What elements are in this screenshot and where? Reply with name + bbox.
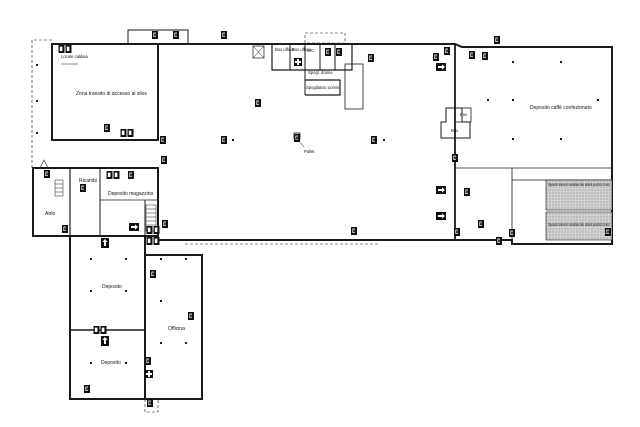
fire-extinguisher-icon (152, 31, 158, 39)
fire-extinguisher-icon (368, 54, 374, 62)
fire-extinguisher-icon (150, 270, 156, 278)
exit-arrow-up-icon (101, 238, 109, 248)
label-officina: Officina (168, 326, 185, 332)
label-box-1: Box (460, 112, 468, 117)
hatched-storage-1 (545, 179, 613, 211)
fire-extinguisher-icon (221, 31, 227, 39)
exit-arrow-icon (129, 223, 139, 231)
fire-extinguisher-icon (294, 134, 300, 142)
label-deposito-caffe: Deposito caffè confezionato (530, 105, 592, 111)
fire-extinguisher-icon (147, 399, 153, 407)
fire-extinguisher-icon (469, 51, 475, 59)
fire-extinguisher-icon (325, 48, 331, 56)
exit-arrow-icon (436, 186, 446, 194)
fire-extinguisher-icon (444, 47, 450, 55)
first-aid-icon (145, 370, 153, 378)
label-spogliatoio-uomini: Spogliatoio uomini (306, 85, 340, 90)
room-labels: Locale caldaia Zona transito di accesso … (45, 47, 610, 366)
fire-extinguisher-icon (106, 171, 120, 179)
fire-extinguisher-icon (104, 124, 110, 132)
label-deposito-alimenti-1: Deposito alimenti sussidiari alle attivi… (548, 182, 610, 187)
label-box-ufficio-1: Box ufficio (275, 47, 295, 52)
main-warehouse-outline (158, 43, 613, 245)
hatched-storage-2 (545, 211, 613, 241)
label-spogliatoio-donne: Spogl. donne (308, 70, 333, 75)
label-deposito-magazzino: Deposito magazzino (108, 191, 154, 197)
label-box-ufficio-2: Box ufficio (292, 47, 312, 52)
mid-block-outline (32, 167, 159, 237)
fire-extinguisher-icon (433, 53, 439, 61)
first-aid-icon (294, 58, 302, 66)
fire-extinguisher-icon (509, 229, 515, 237)
fire-extinguisher-icon (120, 129, 134, 137)
label-ricambi: Ricambi (79, 178, 97, 184)
fire-extinguisher-icon (146, 226, 160, 234)
label-pallet: Pallet (304, 149, 315, 154)
fire-extinguisher-icon (160, 136, 166, 144)
dashed-boundaries (31, 32, 380, 413)
structural-columns (36, 61, 599, 364)
fire-extinguisher-icon (161, 156, 167, 164)
fire-extinguisher-icon (351, 227, 357, 235)
lower-left-outline (69, 235, 146, 400)
label-zona-transito: Zona transito di accesso ai silos (76, 91, 147, 97)
left-block-outline (51, 43, 159, 141)
walls (32, 43, 613, 400)
fire-extinguisher-icon (44, 170, 50, 178)
label-deposito-a: Deposito (102, 284, 122, 290)
fire-extinguisher-icon (255, 99, 261, 107)
fire-extinguisher-icon (221, 136, 227, 144)
fire-extinguisher-icon (482, 52, 488, 60)
fire-extinguisher-icon (371, 136, 377, 144)
fire-extinguisher-icon (496, 237, 502, 245)
exit-arrow-icon (436, 63, 446, 71)
fire-extinguisher-icon (173, 31, 179, 39)
fire-extinguisher-icon (464, 188, 470, 196)
pallet-marker (293, 132, 305, 148)
label-deposito-alimenti-2: Deposito alimenti sussidiari alle attivi… (548, 222, 610, 227)
label-locale-caldaia: Locale caldaia (61, 54, 88, 59)
fire-extinguisher-icon (188, 312, 194, 320)
label-atrio: Atrio (45, 211, 56, 217)
fire-extinguisher-icon (84, 385, 90, 393)
fire-extinguisher-icon (162, 220, 168, 228)
label-wc: WC (307, 48, 314, 53)
fire-extinguisher-icon (80, 184, 86, 192)
exit-arrow-up-icon (101, 336, 109, 346)
fire-extinguisher-icon (494, 36, 500, 44)
fire-extinguisher-icon (454, 228, 460, 236)
fire-extinguisher-icon (605, 228, 611, 236)
label-box-2: Box (451, 128, 459, 133)
fire-extinguisher-icon (478, 220, 484, 228)
fire-extinguisher-icon (128, 171, 134, 179)
interior-walls (39, 29, 612, 331)
fire-extinguisher-icon (58, 45, 72, 53)
fire-extinguisher-icon (62, 225, 68, 233)
fire-extinguisher-icon (145, 357, 151, 365)
exit-arrow-icon (436, 212, 446, 220)
lower-right-outline (145, 254, 203, 400)
label-deposito-b: Deposito (101, 360, 121, 366)
fire-extinguisher-icon (146, 237, 160, 245)
fire-extinguisher-icon (336, 48, 342, 56)
fire-extinguisher-icon (452, 154, 458, 162)
